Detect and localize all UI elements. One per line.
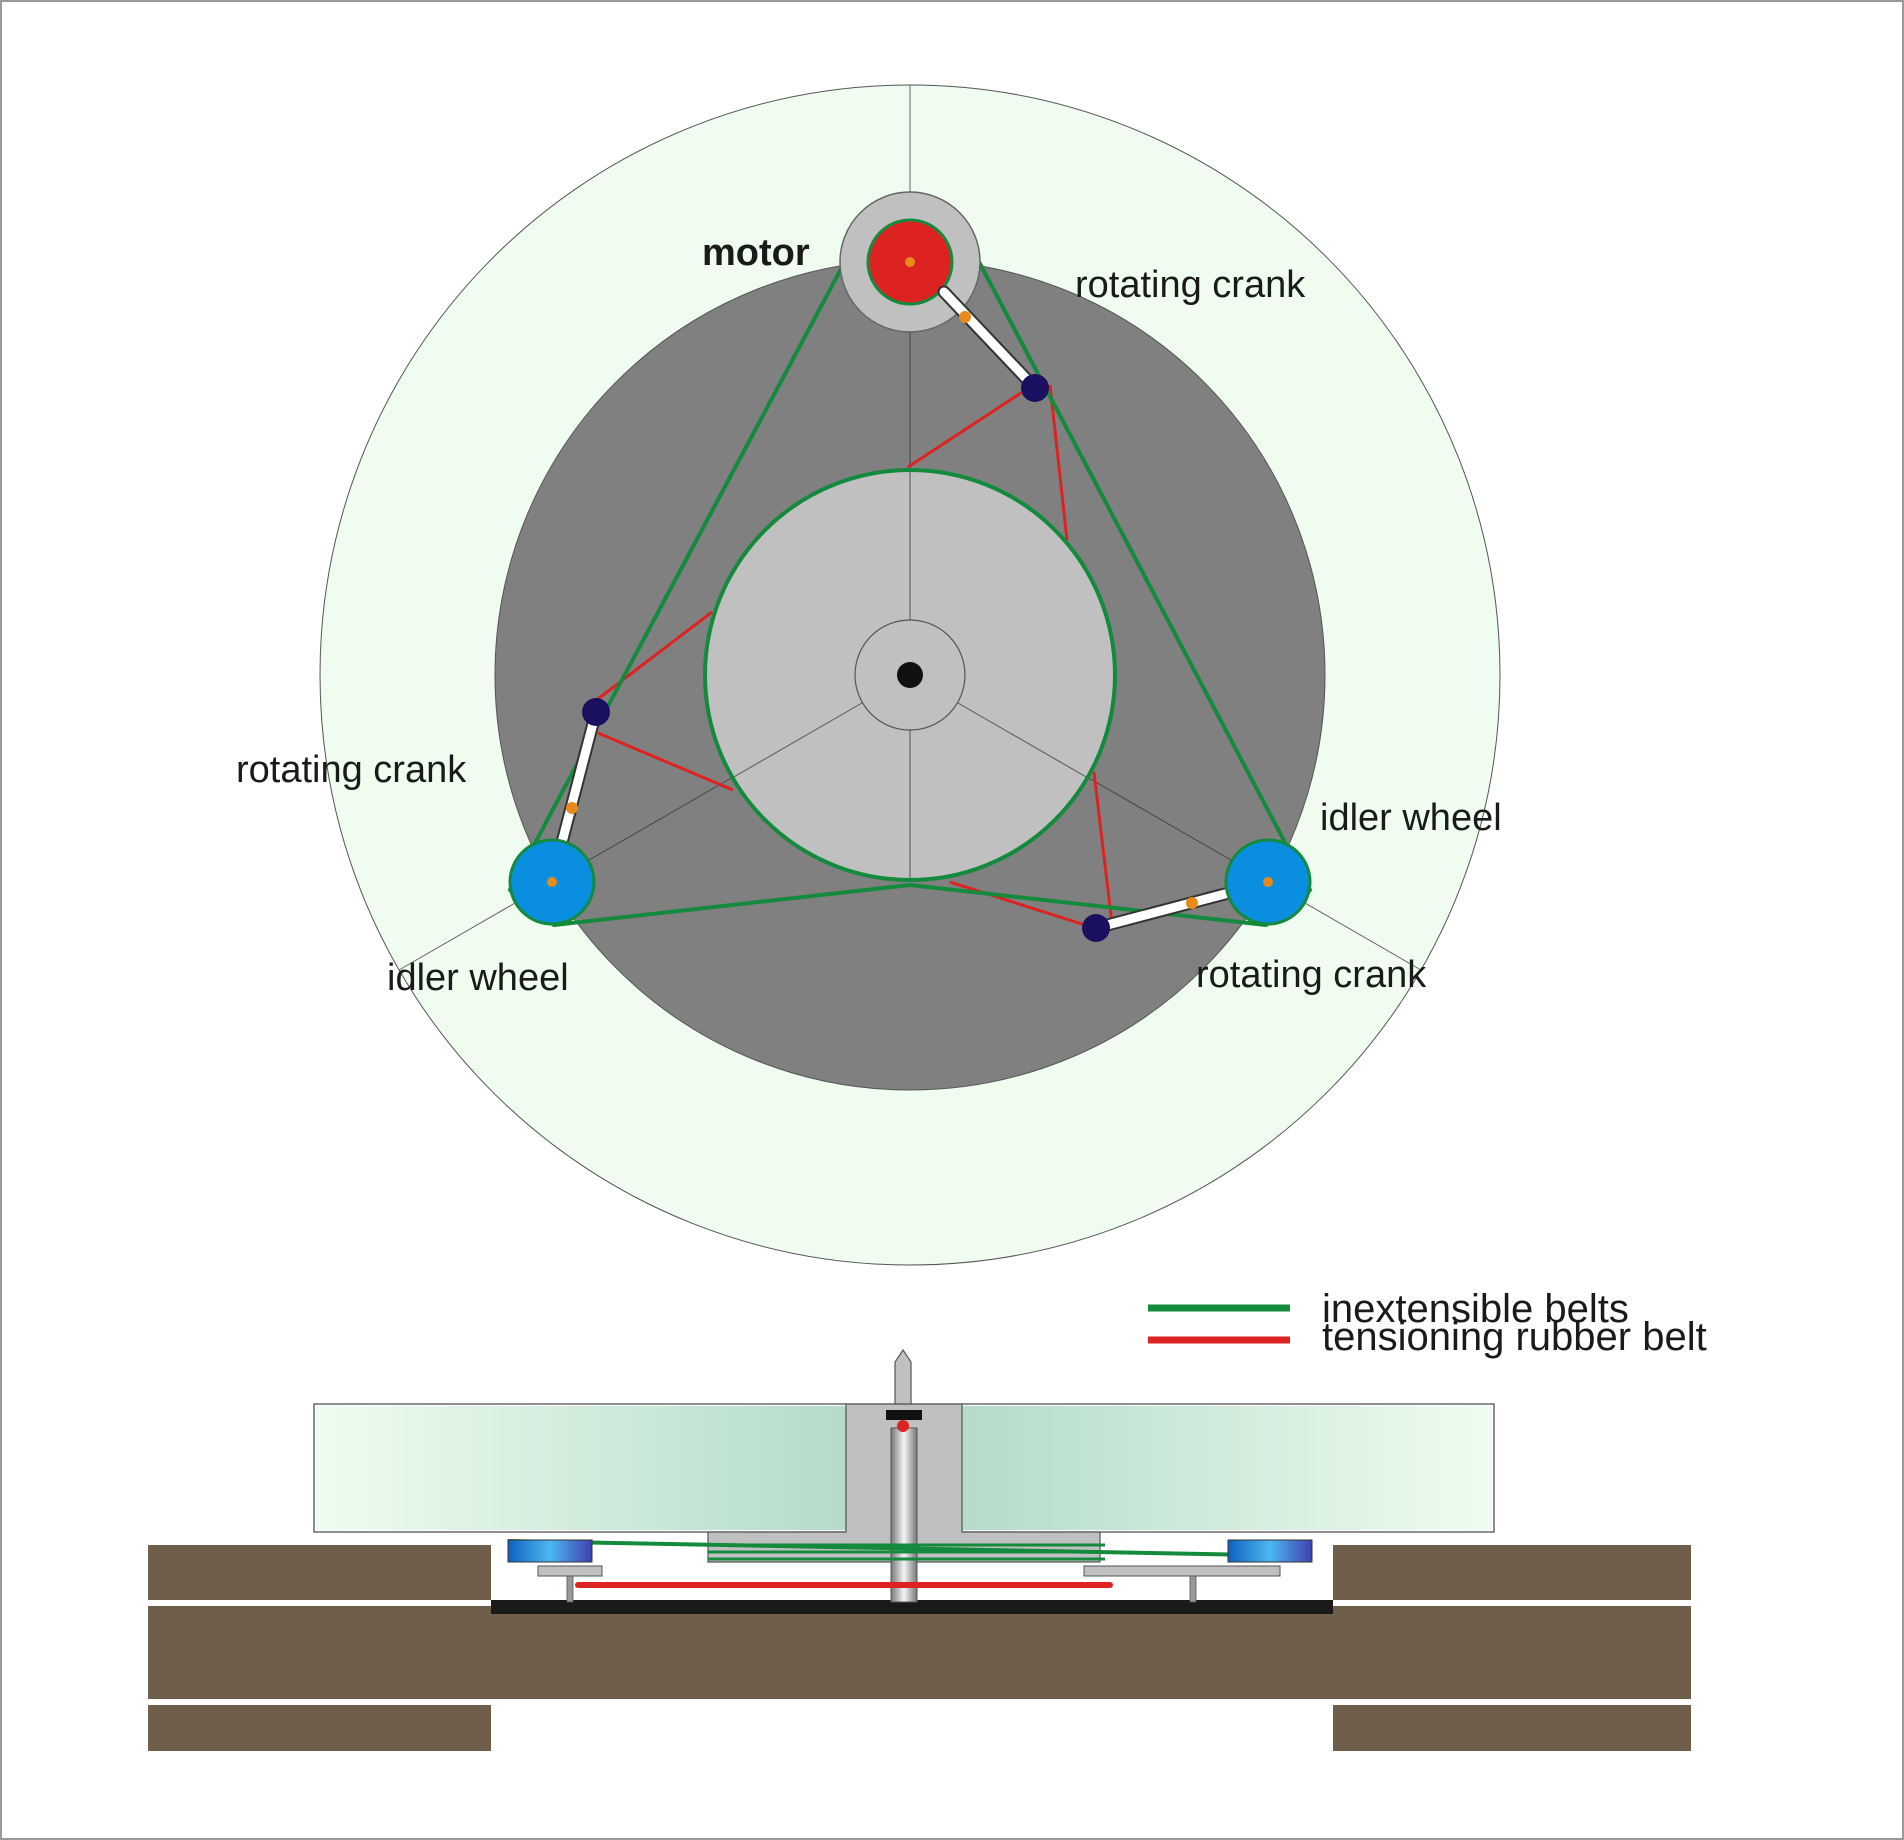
idler-wheel-left-center <box>547 877 557 887</box>
crank-pivot-dot-top <box>959 311 971 323</box>
top-view: motor rotating crank rotating crank rota… <box>236 84 1502 1266</box>
crank-arm-side-right <box>1083 1565 1281 1577</box>
tensioning-rubber-belt-left-a <box>589 610 713 707</box>
label-rotating-crank-left: rotating crank <box>236 749 467 791</box>
bearing-cap <box>886 1410 922 1420</box>
idler-wheel-side-right <box>1227 1539 1313 1563</box>
plinth-middle <box>148 1606 1691 1699</box>
platter-gradient-right <box>962 1406 1492 1530</box>
tensioning-rubber-belt-top <box>907 385 1031 469</box>
crank-pin-top <box>1021 374 1049 402</box>
idler-wheel-side-left <box>507 1539 593 1563</box>
crank-arm-side-left <box>537 1565 603 1577</box>
inextensible-belt-hub-loop <box>703 468 1117 882</box>
tensioning-rubber-belt-left-b <box>597 731 734 792</box>
crank-shaft-side-right <box>1189 1575 1197 1603</box>
crank-pivot-dot-right <box>1186 897 1198 909</box>
crank-arm-left-inner <box>555 707 601 855</box>
label-motor: motor <box>702 232 810 274</box>
tensioning-rubber-belt-right <box>1048 384 1069 541</box>
plinth-top-right <box>1333 1545 1691 1600</box>
green-belt-side-1 <box>507 1539 1311 1558</box>
bearing-ball <box>897 1420 909 1432</box>
crank-pin-right <box>1082 914 1110 942</box>
label-idler-wheel-left: idler wheel <box>387 957 569 999</box>
legend-label-inextensible: inextensible belts <box>1322 1287 1629 1331</box>
label-rotating-crank-right: rotating crank <box>1196 954 1427 996</box>
legend-label-tensioning: tensioning rubber belt <box>1322 1315 1707 1359</box>
spindle-shaft <box>890 1427 918 1603</box>
hub-divider-right <box>957 702 1089 779</box>
tensioning-rubber-belt-bottom-b <box>949 880 1086 927</box>
crank-arm-top-inner <box>939 287 1040 393</box>
spindle-dot <box>897 662 923 688</box>
crank-pin-left <box>582 698 610 726</box>
spindle-tip <box>894 1348 912 1405</box>
crank-shaft-side-left <box>566 1575 574 1603</box>
label-rotating-crank-top: rotating crank <box>1075 264 1306 306</box>
base-plate <box>491 1600 1333 1614</box>
motor-center-dot <box>905 257 915 267</box>
platter-gradient-left <box>316 1406 846 1530</box>
legend: inextensible belts tensioning rubber bel… <box>1148 1287 1707 1359</box>
crank-arm-right-inner <box>1091 885 1245 933</box>
label-idler-wheel-right: idler wheel <box>1320 797 1502 839</box>
crank-pivot-dot-left <box>566 802 578 814</box>
side-view <box>148 1348 1691 1751</box>
plinth-bottom-left <box>148 1705 491 1751</box>
plinth-bottom-right <box>1333 1705 1691 1751</box>
hub-divider-left <box>731 702 863 779</box>
idler-wheel-right-center <box>1263 877 1273 887</box>
plinth-top-left <box>148 1545 491 1600</box>
tensioning-rubber-belt-bottom <box>1092 771 1114 925</box>
